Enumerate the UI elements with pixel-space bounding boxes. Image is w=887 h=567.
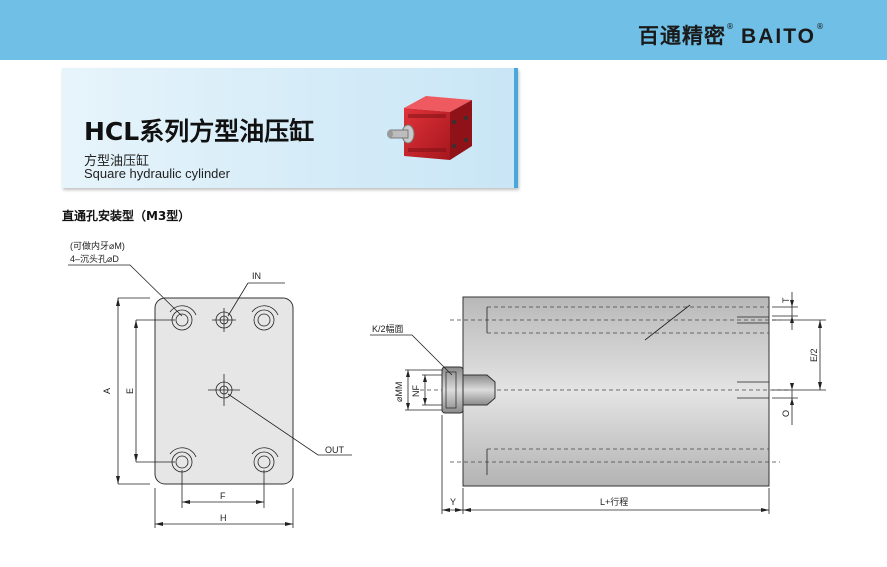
dimension-e-label: E bbox=[125, 388, 135, 394]
thread-note-label: (可做内牙⌀M) bbox=[70, 240, 125, 251]
product-subtitle-cn: 方型油压缸 bbox=[84, 153, 150, 168]
counterbore-hole-top-left bbox=[169, 305, 197, 331]
center-rod-hole bbox=[208, 374, 240, 406]
flats-note-label: K/2幅面 bbox=[372, 323, 404, 334]
cylinder-product-image bbox=[387, 96, 472, 160]
product-banner: HCL系列方型油压缸 方型油压缸 Square hydraulic cylind… bbox=[62, 68, 518, 188]
dimension-t-label: T bbox=[781, 297, 791, 303]
in-port-label: IN bbox=[252, 271, 261, 281]
front-view bbox=[68, 264, 352, 528]
dimension-y-label: Y bbox=[450, 497, 456, 507]
brand-name-cn: 百通精密 bbox=[638, 24, 727, 48]
dimension-f-label: F bbox=[220, 491, 226, 501]
header-bar: 百通精密®BAITO® bbox=[0, 0, 887, 60]
product-title: HCL系列方型油压缸 bbox=[84, 117, 315, 146]
out-port-label: OUT bbox=[325, 445, 345, 455]
section-heading: 直通孔安装型（M3型） bbox=[62, 209, 191, 223]
registered-mark-en: ® bbox=[816, 22, 825, 31]
counterbore-note-label: 4–沉头孔⌀D bbox=[70, 254, 119, 264]
product-subtitle-en: Square hydraulic cylinder bbox=[84, 166, 230, 181]
dimension-nf-label: NF bbox=[411, 385, 421, 397]
brand-name-en: BAITO bbox=[741, 25, 816, 48]
dimension-stroke-label: L+行程 bbox=[600, 496, 628, 507]
side-view bbox=[370, 292, 826, 514]
in-port-hole bbox=[212, 308, 236, 332]
brand-logo: 百通精密®BAITO® bbox=[638, 20, 825, 50]
dimension-mm-label: ⌀MM bbox=[394, 382, 404, 402]
dimension-o-label: O bbox=[781, 410, 791, 417]
registered-mark: ® bbox=[726, 22, 736, 31]
dimension-a-label: A bbox=[102, 388, 112, 394]
piston-rod bbox=[441, 366, 496, 414]
dimension-h-label: H bbox=[220, 513, 227, 523]
dimension-e2-label: E/2 bbox=[809, 348, 819, 362]
counterbore-hole-top-right bbox=[251, 305, 279, 331]
